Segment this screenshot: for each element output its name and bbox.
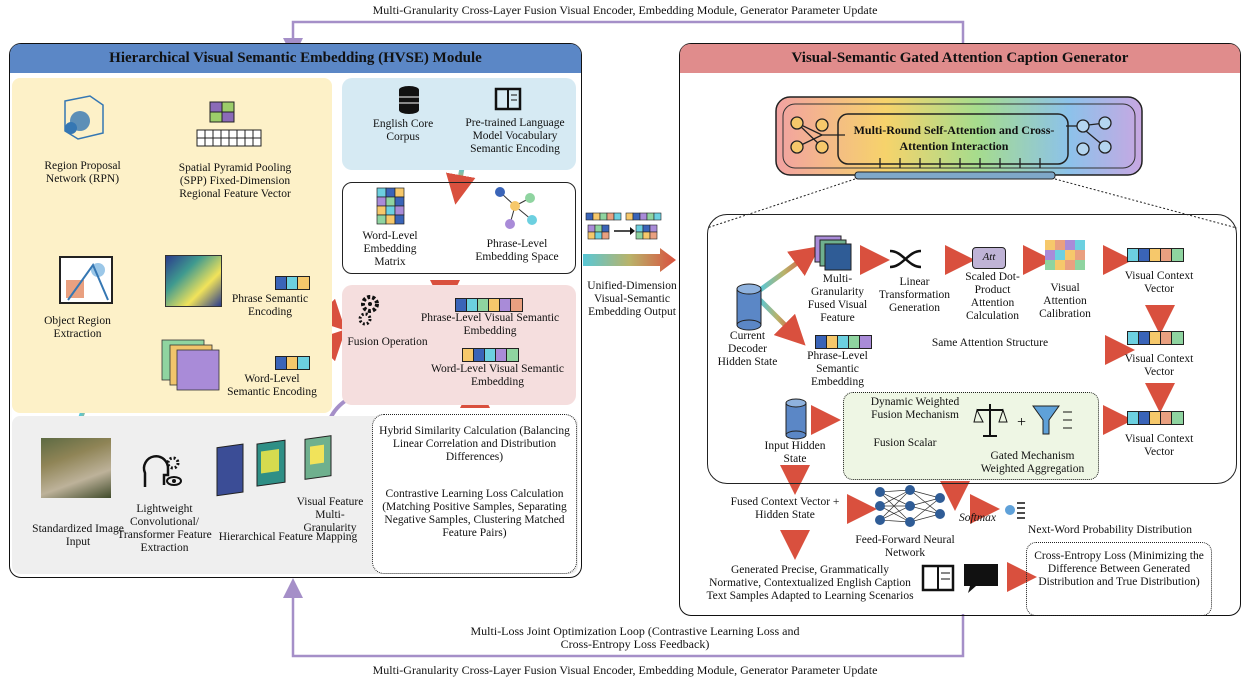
vcv3-label: Visual Context Vector — [1124, 433, 1194, 458]
embedding-region — [342, 182, 576, 274]
phrase-emb-label: Phrase-Level Semantic Embedding — [807, 350, 868, 388]
scale-filter-icon: + — [973, 402, 1075, 440]
hvse-panel — [9, 43, 582, 578]
calibration-label: Visual Attention Calibration — [1039, 282, 1091, 320]
book-icon — [494, 87, 522, 112]
phrase-space-label: Phrase-Level Embedding Space — [475, 238, 559, 263]
nextword-label: Next-Word Probability Distribution — [1028, 524, 1192, 536]
ce-loss-label: Cross-Entropy Loss (Minimizing the Diffe… — [1034, 550, 1204, 588]
top-caption: Multi-Granularity Cross-Layer Fusion Vis… — [372, 3, 878, 17]
input-hidden-cylinder-icon — [785, 398, 807, 440]
attention-up-arrows — [879, 158, 1041, 168]
database-icon — [397, 86, 421, 114]
multi-gran-icon — [814, 235, 852, 271]
input-hidden-label: Input Hidden State — [764, 440, 826, 465]
generator-panel — [679, 43, 1241, 616]
svg-text:+: + — [1017, 414, 1026, 431]
update-loop-bottom — [283, 578, 965, 658]
feature-map-icon — [165, 255, 222, 307]
word-matrix-label: Word-Level Embedding Matrix — [362, 230, 418, 268]
word-visual-label: Word-Level Visual Semantic Embedding — [431, 363, 564, 388]
ffnn-label: Feed-Forward Neural Network — [855, 534, 955, 559]
hvse-title: Hierarchical Visual Semantic Embedding (… — [10, 44, 581, 73]
heatmap-icon — [1045, 240, 1085, 278]
gear-icon — [356, 294, 386, 328]
hybrid-label: Hybrid Similarity Calculation (Balancing… — [379, 425, 570, 463]
loss-box — [372, 414, 577, 574]
unified-output-arrow — [583, 248, 676, 272]
loop-label: Multi-Loss Joint Optimization Loop (Cont… — [470, 624, 800, 651]
rpn-cube-icon — [55, 93, 105, 141]
scaled-label: Scaled Dot-Product Attention Calculation — [965, 271, 1020, 322]
ce-loss-box — [1026, 542, 1212, 616]
vcv1-label: Visual Context Vector — [1124, 270, 1194, 295]
corpus-region — [342, 78, 576, 170]
visual-multi-label: Visual Feature Multi-Granularity — [296, 496, 364, 534]
word-visual-bar — [462, 348, 519, 362]
rpn-label: Region Proposal Network (RPN) — [44, 160, 121, 185]
pretrained-label: Pre-trained Language Model Vocabulary Se… — [465, 117, 565, 155]
current-decoder-label: Current Decoder Hidden State — [717, 330, 778, 368]
hier-mapping-label: Hierarchical Feature Mapping — [218, 531, 358, 543]
phrase-semantic-bar — [275, 276, 310, 290]
context-bar-2 — [1127, 331, 1184, 345]
word-semantic-label: Word-Level Semantic Encoding — [227, 373, 317, 398]
spp-grid-icon — [192, 101, 267, 158]
context-bar-3 — [1127, 411, 1184, 425]
spp-label: Spatial Pyramid Pooling (SPP) Fixed-Dime… — [178, 162, 292, 200]
contrastive-label: Contrastive Learning Loss Calculation (M… — [382, 488, 567, 539]
standardized-label: Standardized Image Input — [32, 523, 124, 548]
generated-label: Generated Precise, Grammatically Normati… — [706, 564, 914, 602]
linear-label: Linear Transformation Generation — [878, 276, 951, 314]
lightweight-label: Lightweight Convolutional/ Transformer F… — [117, 503, 212, 554]
context-bar-1 — [1127, 248, 1184, 262]
phrase-emb-bar — [815, 335, 872, 349]
fusion-scalar-label: Fusion Scalar — [873, 437, 937, 449]
input-image — [41, 438, 111, 498]
unified-icon — [585, 211, 666, 247]
phrase-graph-icon — [490, 184, 540, 232]
detail-box — [707, 214, 1237, 484]
dynamic-label: Dynamic Weighted Fusion Mechanism — [870, 396, 960, 421]
book-chat-icon — [921, 562, 1000, 594]
brain-gear-icon — [140, 455, 185, 491]
object-region-label: Object Region Extraction — [44, 315, 111, 340]
fusion-op-label: Fusion Operation — [347, 336, 428, 348]
neural-icon-left — [790, 116, 845, 154]
fused-ctx-label: Fused Context Vector + Hidden State — [730, 496, 840, 521]
neural-icon-right — [1066, 116, 1112, 156]
unified-label: Unified-Dimension Visual-Semantic Embedd… — [587, 280, 677, 318]
att-chip-icon: Att — [972, 247, 1006, 269]
object-region-icon — [58, 255, 116, 307]
output-dist-icon — [1005, 500, 1025, 520]
shuffle-icon — [888, 246, 924, 272]
softmax-label: Softmax — [958, 512, 997, 524]
phrase-visual-label: Phrase-Level Visual Semantic Embedding — [420, 312, 560, 337]
update-loop-top — [283, 20, 965, 58]
same-att-label: Same Attention Structure — [931, 337, 1049, 349]
phrase-semantic-label: Phrase Semantic Encoding — [231, 293, 309, 318]
multi-gran-label: Multi-Granularity Fused Visual Feature — [807, 273, 868, 324]
decoder-cylinder-icon — [736, 283, 762, 331]
ffnn-icon — [870, 484, 950, 530]
gated-label: Gated Mechanism Weighted Aggregation — [980, 450, 1085, 475]
hierarchical-maps-icon — [215, 435, 335, 500]
english-corpus-label: English Core Corpus — [372, 118, 434, 143]
word-matrix-icon — [375, 186, 407, 228]
feature-stack-icon — [161, 339, 222, 392]
vcv2-label: Visual Context Vector — [1124, 353, 1194, 378]
word-semantic-bar — [275, 356, 310, 370]
generator-flow-arrows — [758, 245, 1175, 592]
multiround-label: Multi-Round Self-Attention and Cross-Att… — [853, 123, 1055, 153]
phrase-visual-bar — [455, 298, 523, 312]
generator-title: Visual-Semantic Gated Attention Caption … — [680, 44, 1240, 73]
bottom-caption: Multi-Granularity Cross-Layer Fusion Vis… — [372, 663, 878, 677]
